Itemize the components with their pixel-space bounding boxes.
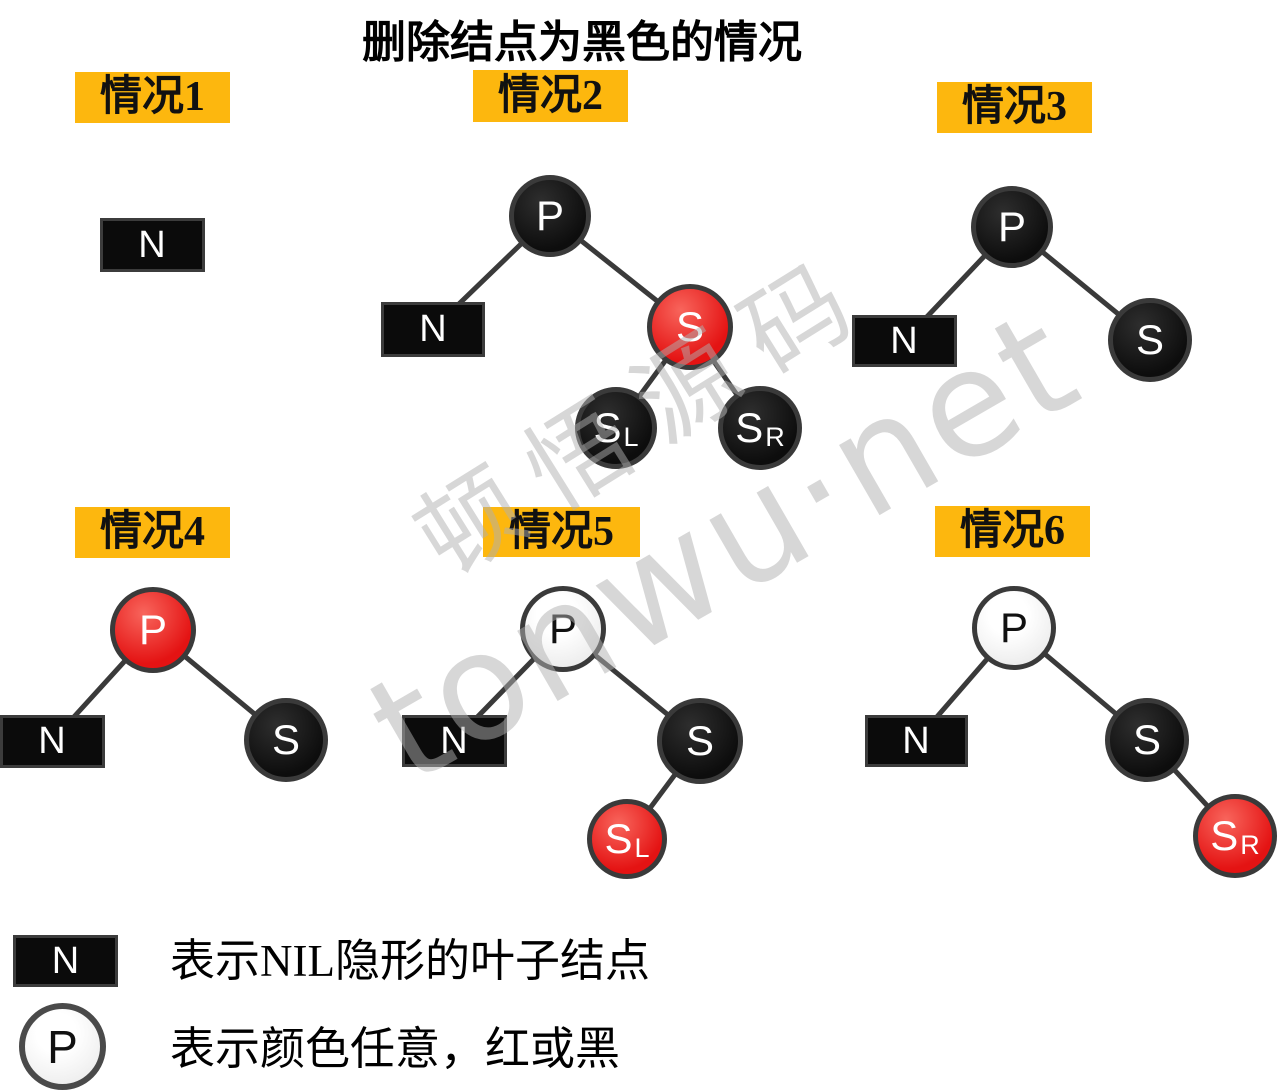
- node-label: P: [548, 605, 577, 652]
- node-label: N: [890, 319, 918, 362]
- case2-node-N: N: [381, 301, 485, 357]
- node-label: S: [604, 815, 633, 862]
- case5-node-S: S: [657, 698, 743, 784]
- case6-node-N: N: [864, 715, 968, 767]
- node-label: S: [271, 716, 300, 763]
- case2-node-P: P: [509, 175, 591, 257]
- node-label: S: [685, 717, 714, 764]
- node-label: S: [1135, 316, 1164, 363]
- case3-node-P: P: [971, 186, 1053, 268]
- node-label: S: [675, 303, 704, 350]
- node-label-subscript: R: [1240, 829, 1260, 860]
- case3-node-N: N: [851, 315, 957, 367]
- legend-nil-symbol-label: N: [51, 939, 80, 982]
- node-label: S: [593, 404, 622, 451]
- legend-anycolor-symbol-label: P: [47, 1020, 78, 1073]
- node-label: N: [902, 719, 930, 762]
- case2-node-S: S: [647, 284, 733, 370]
- legend-nil-text: 表示NIL隐形的叶子结点: [170, 936, 650, 986]
- case-label-case4: 情况4: [75, 507, 230, 558]
- case1-node-N: N: [99, 218, 205, 272]
- node-label: N: [38, 719, 66, 762]
- node-label: N: [440, 719, 468, 762]
- case-label-case5: 情况5: [483, 507, 640, 557]
- case6-node-P: P: [972, 586, 1056, 670]
- node-label-subscript: L: [634, 832, 650, 863]
- case-label-case3: 情况3: [937, 82, 1092, 133]
- legend-nil-symbol: N: [13, 935, 118, 987]
- node-label: S: [735, 404, 764, 451]
- node-label-subscript: L: [623, 421, 639, 452]
- node-label: S: [1210, 812, 1239, 859]
- case-label-case2: 情况2: [473, 70, 628, 122]
- node-label: N: [138, 223, 166, 266]
- case3-node-S: S: [1108, 298, 1192, 382]
- page-title: 删除结点为黑色的情况: [362, 18, 802, 67]
- node-label: P: [999, 604, 1028, 651]
- case5-node-N: N: [401, 715, 507, 767]
- case5-node-P: P: [520, 586, 606, 672]
- node-label: S: [1132, 716, 1161, 763]
- node-label-subscript: R: [765, 421, 785, 452]
- legend-anycolor-text: 表示颜色任意，红或黑: [170, 1024, 621, 1074]
- case4-node-P: P: [110, 587, 196, 673]
- case6-node-S: S: [1105, 698, 1189, 782]
- node-label: P: [997, 203, 1026, 250]
- legend-anycolor-symbol: P: [19, 1003, 106, 1090]
- case-label-case6: 情况6: [935, 506, 1090, 557]
- case-label-case1: 情况1: [75, 72, 230, 123]
- case4-node-N: N: [0, 714, 105, 768]
- node-label: N: [419, 307, 447, 350]
- node-label: P: [535, 192, 564, 239]
- node-label: P: [138, 606, 167, 653]
- case4-node-S: S: [244, 698, 328, 782]
